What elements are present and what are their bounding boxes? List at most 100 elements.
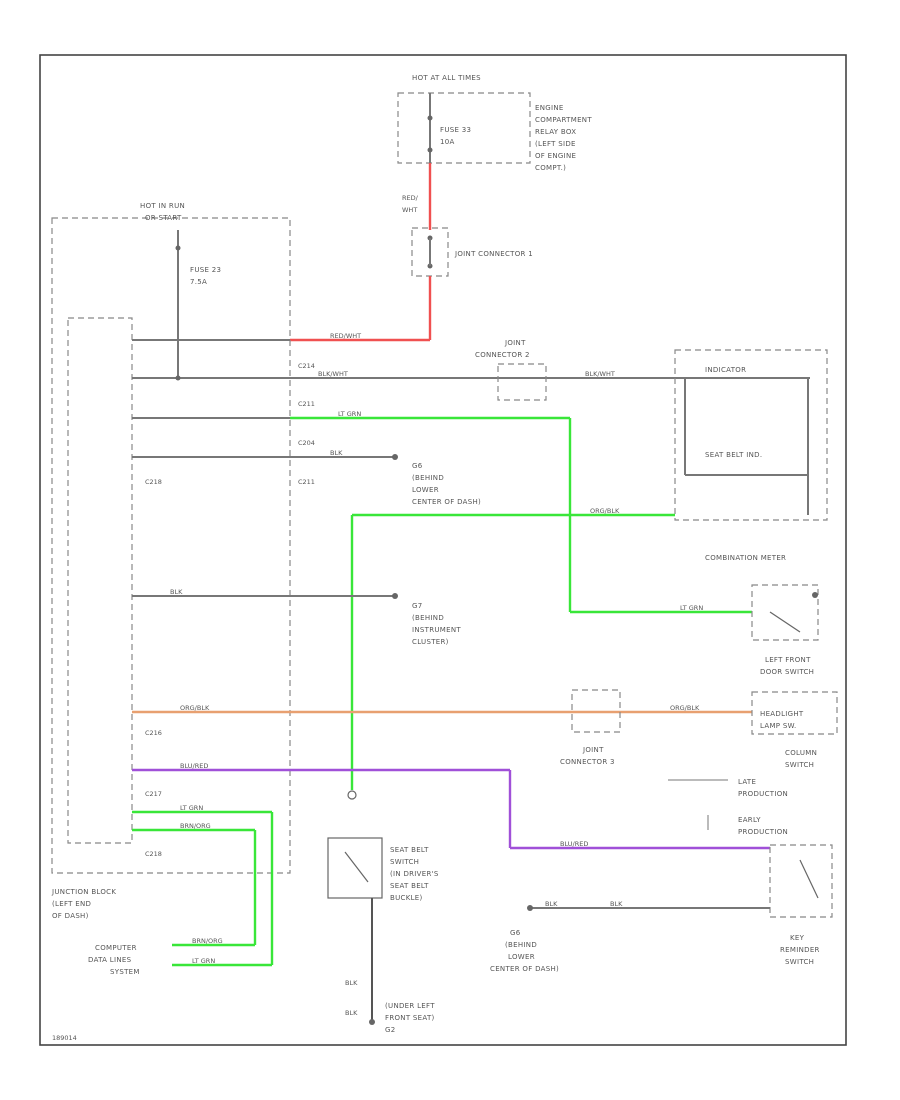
relay-box-line-3: (LEFT SIDE [535, 140, 576, 148]
key-reminder-arm [799, 859, 819, 899]
g7-label-3: CLUSTER) [412, 638, 449, 646]
indicator-label: INDICATOR [705, 366, 746, 374]
conn-c216: C216 [145, 729, 162, 737]
fuse33-amp: 10A [440, 138, 455, 146]
late-production-0: LATE [738, 778, 756, 786]
headlight-switch-box [751, 691, 838, 735]
conn-c214: C214 [298, 362, 315, 370]
early-production-0: EARLY [738, 816, 761, 824]
fuse23-dot [175, 245, 181, 251]
relay-box-line-0: ENGINE [535, 104, 564, 112]
diagram-frame [39, 54, 847, 1046]
junction-block-2: OF DASH) [52, 912, 89, 920]
lt-grn-2-label: LT GRN [680, 604, 703, 612]
junction-block-0: JUNCTION BLOCK [51, 888, 116, 896]
key-reminder-0: KEY [790, 934, 805, 942]
hot-in-run-box [51, 217, 291, 874]
g6b-label-1: (BEHIND [505, 941, 537, 949]
blk-label: BLK [330, 449, 343, 457]
jb-dot-178 [175, 375, 181, 381]
org-blk-3-label: ORG/BLK [670, 704, 700, 712]
brn-org-2-label: BRN/ORG [192, 937, 223, 945]
seat-belt-ind-label: SEAT BELT IND. [705, 451, 762, 459]
org-blk-label: ORG/BLK [590, 507, 620, 515]
seat-belt-switch-1: SWITCH [390, 858, 419, 866]
seat-belt-switch-0: SEAT BELT [390, 846, 429, 854]
blk-4-label: BLK [610, 900, 623, 908]
conn-c217: C217 [145, 790, 162, 798]
conn-c218b: C218 [145, 850, 162, 858]
g7-label-2: INSTRUMENT [412, 626, 461, 634]
fuse23-amp: 7.5A [190, 278, 207, 286]
key-reminder-1: REMINDER [780, 946, 820, 954]
relay-box-line-4: OF ENGINE [535, 152, 576, 160]
column-switch-label-1: SWITCH [785, 761, 814, 769]
junction-block-inner [67, 317, 133, 844]
fuse33-dot-bottom [427, 147, 433, 153]
g6-label-0: G6 [412, 462, 423, 470]
blk-3-label: BLK [545, 900, 558, 908]
lt-grn-label: LT GRN [338, 410, 361, 418]
jc3-label-1: CONNECTOR 3 [560, 758, 615, 766]
computer-data-0: COMPUTER [95, 944, 137, 952]
relay-box-line-2: RELAY BOX [535, 128, 576, 136]
blk-2-label: BLK [170, 588, 183, 596]
door-switch-dot [812, 592, 818, 598]
joint-connector-1-label: JOINT CONNECTOR 1 [454, 250, 533, 258]
blk-6-label: BLK [345, 1009, 358, 1017]
jc2-label-1: CONNECTOR 2 [475, 351, 530, 359]
org-blk-2-label: ORG/BLK [180, 704, 210, 712]
combination-meter-box [674, 349, 828, 521]
conn-c218: C218 [145, 478, 162, 486]
g6-label-1: (BEHIND [412, 474, 444, 482]
door-switch-label-1: DOOR SWITCH [760, 668, 814, 676]
door-switch-arm [769, 611, 801, 633]
early-production-1: PRODUCTION [738, 828, 788, 836]
seat-belt-switch-arm [344, 851, 369, 883]
g6-label-2: LOWER [412, 486, 439, 494]
engine-relay-box-outline [397, 92, 531, 164]
red-wht-h-label: RED/WHT [330, 332, 361, 340]
g6-ground-dot [392, 454, 398, 460]
g2-label-0: (UNDER LEFT [385, 1002, 435, 1010]
seat-belt-switch-2: (IN DRIVER'S [390, 870, 439, 878]
fuse33-dot-top [427, 115, 433, 121]
combination-meter-label: COMBINATION METER [705, 554, 786, 562]
blk-wht-label-2: BLK/WHT [585, 370, 615, 378]
seat-belt-switch-box [327, 837, 383, 899]
red-wht-label-1: WHT [402, 206, 417, 214]
computer-data-2: SYSTEM [110, 968, 140, 976]
headlight-label-1: LAMP SW. [760, 722, 797, 730]
blk-wht-label: BLK/WHT [318, 370, 348, 378]
seat-belt-switch-terminal [347, 790, 357, 800]
hot-in-run-0: HOT IN RUN [140, 202, 185, 210]
left-front-door-switch-box [751, 584, 819, 641]
computer-data-1: DATA LINES [88, 956, 132, 964]
g7-label-0: G7 [412, 602, 422, 610]
g7-ground-dot [392, 593, 398, 599]
jc3-label-0: JOINT [582, 746, 604, 754]
figure-id: 189014 [52, 1034, 77, 1042]
red-wht-label-0: RED/ [402, 194, 419, 202]
seat-belt-switch-3: SEAT BELT [390, 882, 429, 890]
hot-in-run-1: OR START [145, 214, 182, 222]
headlight-label-0: HEADLIGHT [760, 710, 804, 718]
conn-c211: C211 [298, 400, 315, 408]
column-switch-label-0: COLUMN [785, 749, 817, 757]
g6-label-3: CENTER OF DASH) [412, 498, 481, 506]
jc2-label-0: JOINT [504, 339, 526, 347]
joint-connector-2-box [497, 363, 547, 401]
seat-belt-switch-4: BUCKLE) [390, 894, 423, 902]
g6b-ground-dot [527, 905, 533, 911]
key-reminder-2: SWITCH [785, 958, 814, 966]
conn-c211b: C211 [298, 478, 315, 486]
fuse33-label: FUSE 33 [440, 126, 471, 134]
junction-block-1: (LEFT END [52, 900, 91, 908]
seat-belt-ground-dot [369, 1019, 375, 1025]
brn-org-label: BRN/ORG [180, 822, 211, 830]
relay-box-line-5: COMPT.) [535, 164, 566, 172]
conn-c204: C204 [298, 439, 315, 447]
g6b-label-2: LOWER [508, 953, 535, 961]
key-reminder-switch-box [769, 844, 833, 918]
